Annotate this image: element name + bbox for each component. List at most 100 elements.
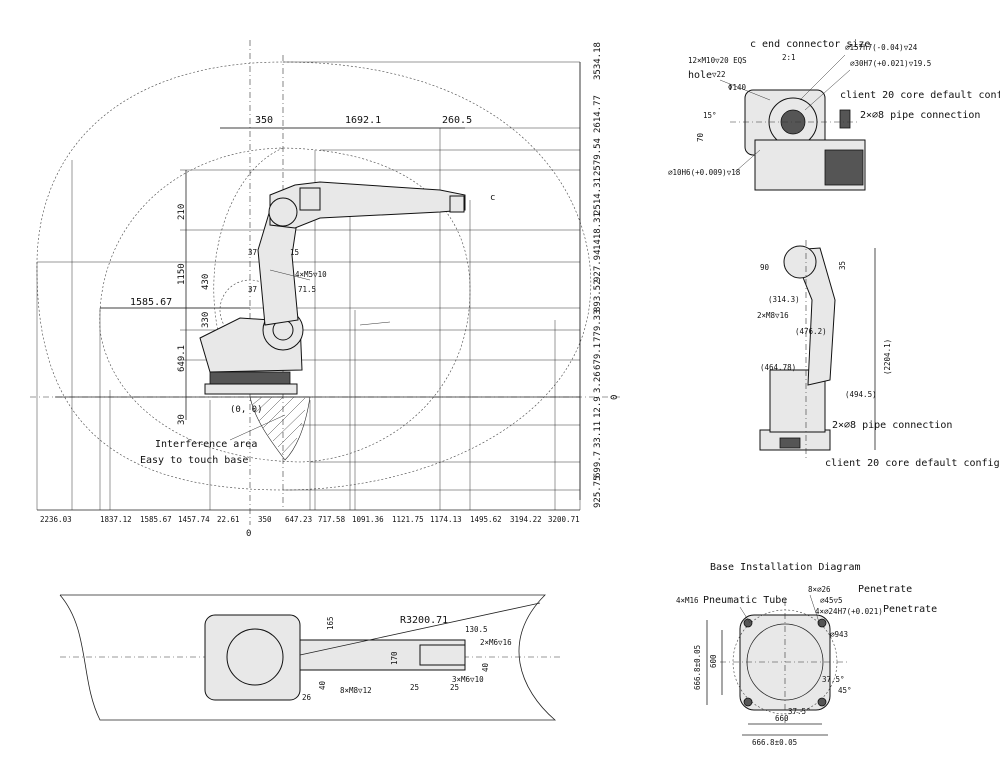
top-dim: 25: [450, 683, 459, 692]
penetrate-label-1: Penetrate: [858, 584, 912, 595]
base-angle-3: 37.5°: [788, 707, 811, 716]
interference-label-2: Easy to touch base: [140, 455, 248, 466]
top-dim: 170: [390, 651, 399, 665]
side-dim: (494.5): [845, 390, 877, 399]
dim-right-label: 2514.31: [593, 177, 603, 215]
base-dim-h2: 666.8±0.05: [752, 738, 797, 747]
dim-small: 37: [248, 285, 257, 294]
base-installation-view: Base Installation Diagram 4×M16 Pneumati…: [676, 562, 937, 747]
dim-left-label: 430: [201, 274, 211, 290]
inner-arc: [213, 147, 284, 341]
bottom-dims: 2236.03 1837.12 1585.67 1457.74 22.61 35…: [40, 515, 580, 524]
dim-small: 37: [248, 248, 257, 257]
phi140-label: Φ140: [728, 83, 747, 92]
dim-right-label: 1418.31: [593, 212, 603, 250]
radius-label: R3200.71: [400, 615, 448, 626]
base-dim-h1: 660: [775, 714, 789, 723]
dim-right-label: 12.9: [593, 396, 603, 418]
c-mark: c: [490, 193, 495, 203]
dim-bottom-label: 1174.13: [430, 515, 462, 524]
side-arm: [791, 247, 836, 386]
dim-left-label: 330: [201, 312, 211, 328]
j4-motor: [299, 187, 321, 211]
cable-box: [824, 149, 864, 186]
side-dim: 35: [838, 261, 847, 270]
bore-spec-2: ⌀30H7(+0.021)▽19.5: [850, 59, 931, 68]
top-dim: 25: [410, 683, 419, 692]
interference-label: Interference area: [155, 439, 257, 450]
top-dim: 165: [326, 616, 335, 630]
dim-top-260: 260.5: [442, 115, 472, 126]
bolt-hole: [743, 618, 753, 628]
dim-top-350: 350: [255, 115, 273, 126]
leader-line: [359, 321, 391, 326]
side-dim: (314.3): [768, 295, 800, 304]
top-turret: [226, 628, 284, 686]
dim-bottom-label: 1091.36: [352, 515, 384, 524]
hole-depth: ▽22: [712, 70, 726, 79]
dim-bottom-label: 2236.03: [40, 515, 72, 524]
pneumatic-label: Pneumatic Tube: [703, 595, 787, 606]
j3-joint: [268, 197, 298, 227]
dim-bottom-label: 22.61: [217, 515, 240, 524]
pipe-fitting: [839, 109, 851, 129]
dim-bottom-label: 3194.22: [510, 515, 542, 524]
leader-line: [229, 414, 286, 441]
leader-line: [719, 79, 771, 101]
dim-small: 71.5: [298, 285, 316, 294]
inner-reach-envelope: [99, 147, 471, 463]
base-dim-v1: 666.8±0.05: [693, 645, 702, 690]
pin-spec: ⌀10H6(+0.009)▽18: [668, 168, 741, 177]
bolt-hole: [743, 697, 753, 707]
top-dim: 2×M6▽16: [480, 638, 512, 647]
dim-right-label: 3.26: [593, 371, 603, 393]
penetrate-spec-1a: 8×⌀26: [808, 585, 831, 594]
leader-line: [804, 69, 851, 111]
axis-zero-right: 0: [610, 395, 620, 400]
top-dim: 3×M6▽10: [452, 675, 484, 684]
dim-left-label: 30: [177, 414, 187, 425]
side-connector-box: [779, 437, 801, 449]
top-dim: 26: [302, 693, 312, 702]
base-angle-1: 37.5°: [822, 675, 845, 684]
diameter-943: ⌀943: [830, 630, 848, 639]
dim-left-label: 1150: [177, 263, 187, 285]
dim-70: 70: [696, 132, 705, 142]
side-dim: 90: [760, 263, 770, 272]
dim-right-label: 679.1: [593, 343, 603, 370]
dim-small: 15: [290, 248, 299, 257]
leader-line: [269, 269, 311, 281]
side-dim: (476.2): [795, 327, 827, 336]
top-view: R3200.71 165 130.5 2×M6▽16 170 40 3×M6▽1…: [59, 594, 560, 721]
penetrate-label-2: Penetrate: [883, 604, 937, 615]
dim-right-label: 2614.77: [593, 95, 603, 133]
top-wrist: [419, 644, 466, 666]
dim-bottom-label: 3200.71: [548, 515, 580, 524]
dim-right-label: 699.7: [593, 451, 603, 478]
dim-bottom-label: 1585.67: [140, 515, 172, 524]
axis-zero-bottom: 0: [246, 529, 251, 539]
top-dim: 40: [318, 680, 327, 690]
base-title: Base Installation Diagram: [710, 562, 861, 573]
upper-arm: [269, 181, 466, 229]
side-dim: (464.78): [760, 363, 796, 372]
top-reach-boundary: [59, 594, 557, 721]
leader-line: [734, 149, 761, 173]
base-angle-2: 45°: [838, 686, 852, 695]
hatch-lines: [251, 396, 306, 455]
wrist-flange: [449, 195, 465, 213]
origin-label: (0, 0): [230, 405, 263, 415]
dim-right-label: 2579.54: [593, 138, 603, 176]
hole-label: hole: [688, 70, 712, 81]
client-config-label: client 20 core default configuration: [840, 90, 1000, 101]
base-dim-v2: 600: [709, 654, 718, 668]
dim-right-label: 779.33: [593, 309, 603, 342]
top-dim: 40: [481, 662, 490, 672]
dim-left-label: 210: [177, 204, 187, 220]
dim-right-label: 3534.18: [593, 42, 603, 80]
penetrate-spec-2: 4×⌀24H7(+0.021): [815, 607, 883, 616]
side-dim: (2204.1): [883, 339, 892, 375]
connector-title: c end connector size: [750, 39, 870, 50]
top-dim: 130.5: [465, 625, 488, 634]
